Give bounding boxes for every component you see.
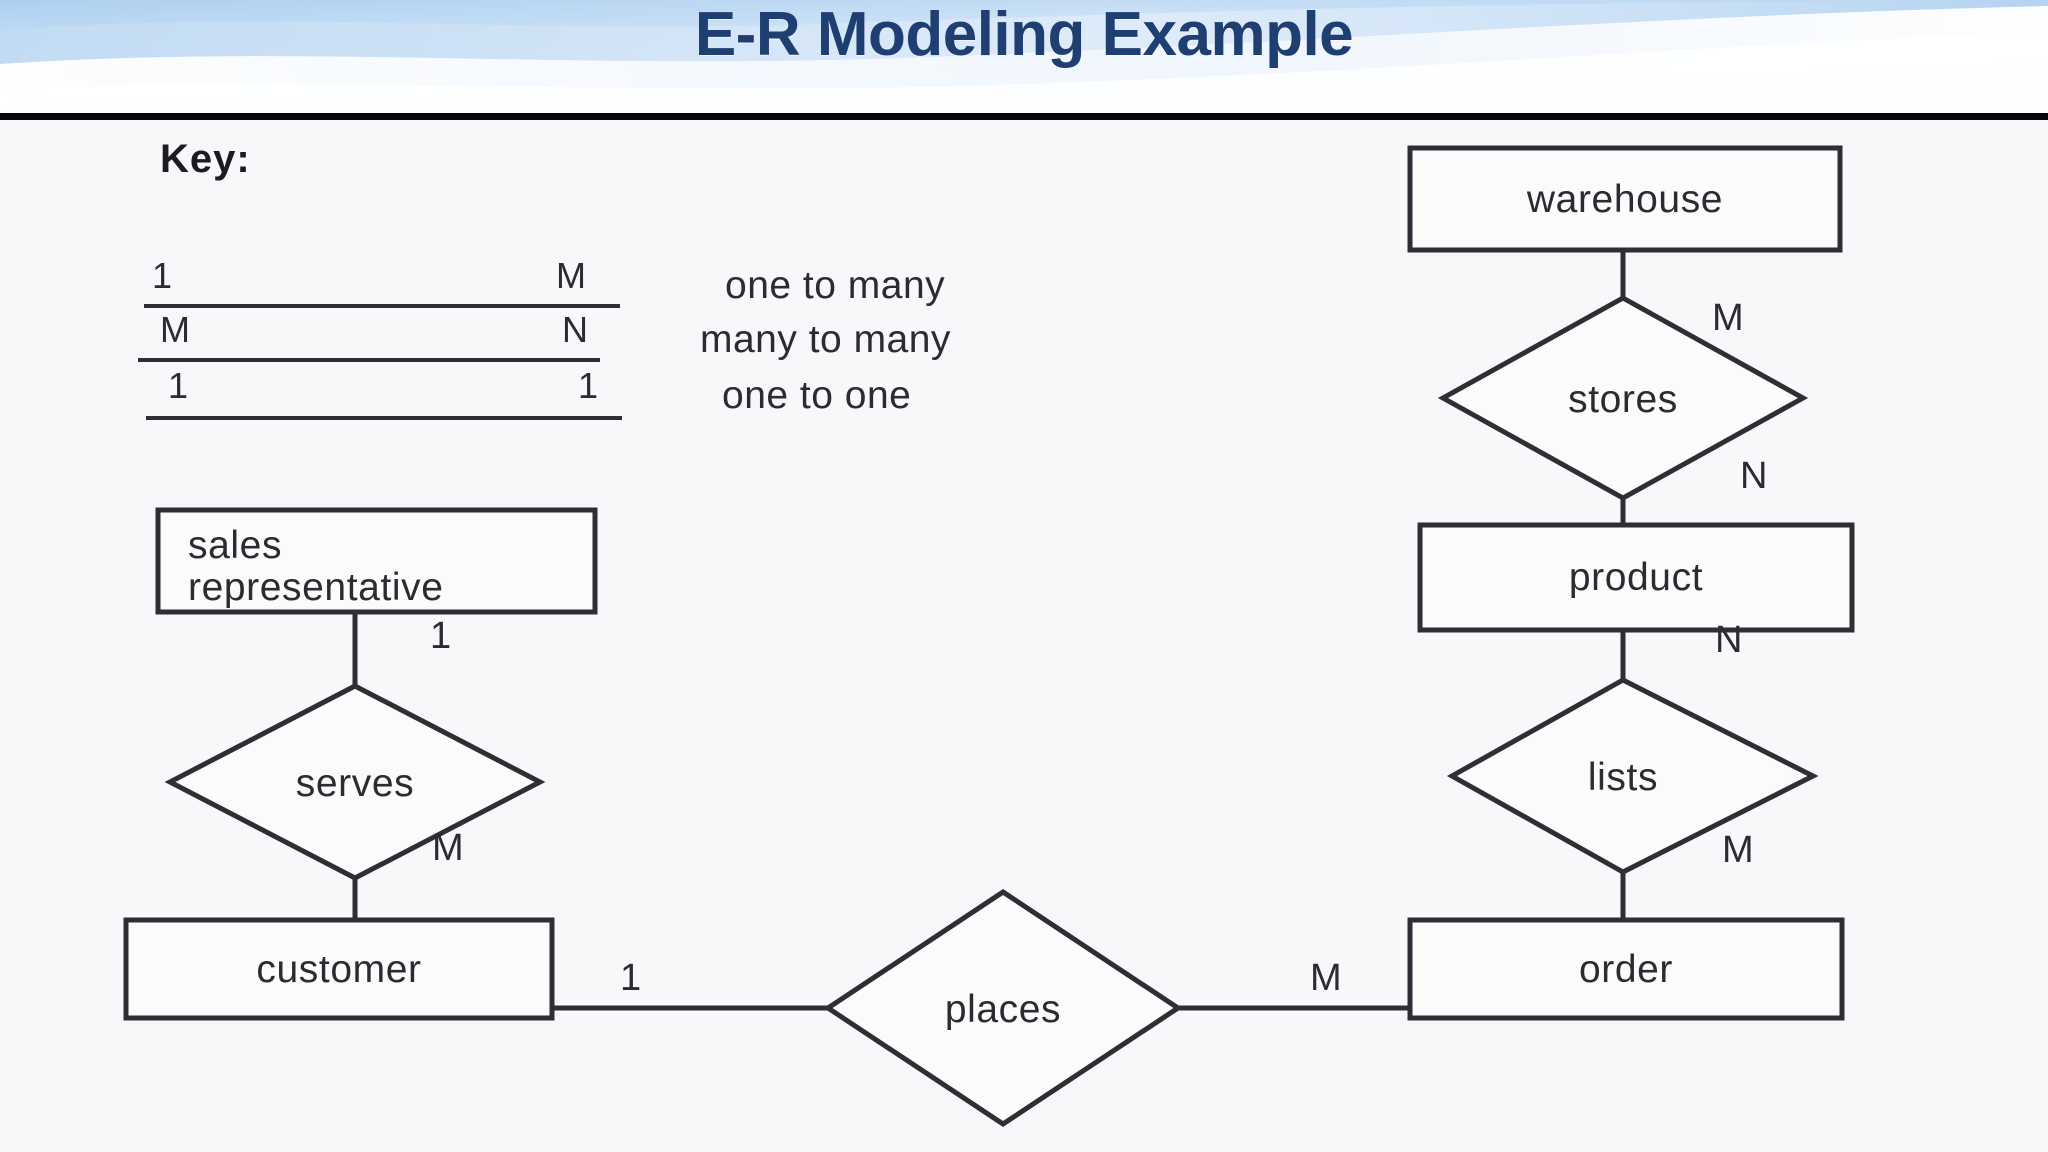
key-row-0-description: one to many — [725, 264, 945, 307]
entity-sales-representative-box[interactable] — [155, 507, 598, 615]
entity-sales-representative-label-line1: sales — [188, 524, 282, 567]
key-row-2-left: 1 — [168, 365, 188, 406]
entity-sales-representative[interactable]: sales representative — [155, 507, 598, 615]
entity-product-box[interactable] — [1417, 522, 1855, 633]
er-diagram: Key: 1 M one to many M N many to many — [123, 137, 1855, 1127]
relationship-serves-label: serves — [296, 762, 414, 805]
cardinality-lists-product: N — [1715, 619, 1742, 661]
key-legend: Key: 1 M one to many M N many to many — [138, 137, 951, 420]
entity-customer-box[interactable] — [123, 917, 555, 1021]
entity-product-label: product — [1569, 556, 1703, 599]
relationship-lists-diamond[interactable] — [1446, 677, 1819, 875]
key-row-0-right: M — [556, 255, 586, 296]
relationship-lists-label: lists — [1588, 756, 1658, 799]
key-row-one-to-many: 1 M one to many — [144, 255, 945, 308]
key-row-0-left: 1 — [152, 255, 172, 296]
entity-warehouse[interactable]: warehouse — [1407, 145, 1843, 253]
relationship-places[interactable]: places — [823, 889, 1183, 1127]
page-title: E-R Modeling Example — [694, 0, 1354, 69]
key-row-1-left: M — [160, 309, 190, 350]
cardinality-places-customer: 1 — [620, 957, 641, 999]
key-row-1-description: many to many — [700, 318, 951, 361]
entity-customer-label: customer — [256, 948, 421, 991]
relationship-stores[interactable]: stores — [1437, 295, 1809, 501]
key-row-many-to-many: M N many to many — [138, 309, 951, 362]
key-heading: Key: — [160, 137, 251, 181]
relationship-places-diamond[interactable] — [823, 889, 1183, 1127]
diagram-canvas: Key: 1 M one to many M N many to many — [0, 120, 2048, 1152]
relationship-places-label: places — [945, 988, 1061, 1031]
relationship-stores-label: stores — [1568, 378, 1678, 421]
relationship-serves-diamond[interactable] — [164, 683, 546, 881]
header-wave-decoration — [0, 0, 2048, 117]
header-divider — [0, 113, 2048, 120]
key-row-2-description: one to one — [722, 374, 911, 417]
entity-order-label: order — [1579, 948, 1673, 991]
slide-header: E-R Modeling Example — [0, 0, 2048, 117]
cardinality-places-order: M — [1310, 957, 1342, 999]
entity-order[interactable]: order — [1407, 917, 1845, 1021]
cardinality-serves-salesrep: 1 — [430, 615, 451, 657]
entity-order-box[interactable] — [1407, 917, 1845, 1021]
relationship-stores-diamond[interactable] — [1437, 295, 1809, 501]
entity-warehouse-box[interactable] — [1407, 145, 1843, 253]
key-row-2-right: 1 — [578, 365, 598, 406]
entity-customer[interactable]: customer — [123, 917, 555, 1021]
relationship-serves[interactable]: serves — [164, 683, 546, 881]
relationship-lists[interactable]: lists — [1446, 677, 1819, 875]
cardinality-serves-customer: M — [432, 827, 464, 869]
cardinality-stores-warehouse: M — [1712, 297, 1744, 339]
entity-product[interactable]: product — [1417, 522, 1855, 633]
entity-sales-representative-label-line2: representative — [188, 566, 444, 609]
key-row-1-right: N — [562, 309, 588, 350]
diagram-edges — [352, 250, 1626, 1011]
cardinality-stores-product: N — [1740, 455, 1767, 497]
key-row-one-to-one: 1 1 one to one — [146, 365, 911, 420]
entity-warehouse-label: warehouse — [1526, 178, 1723, 221]
cardinality-lists-order: M — [1722, 829, 1754, 871]
